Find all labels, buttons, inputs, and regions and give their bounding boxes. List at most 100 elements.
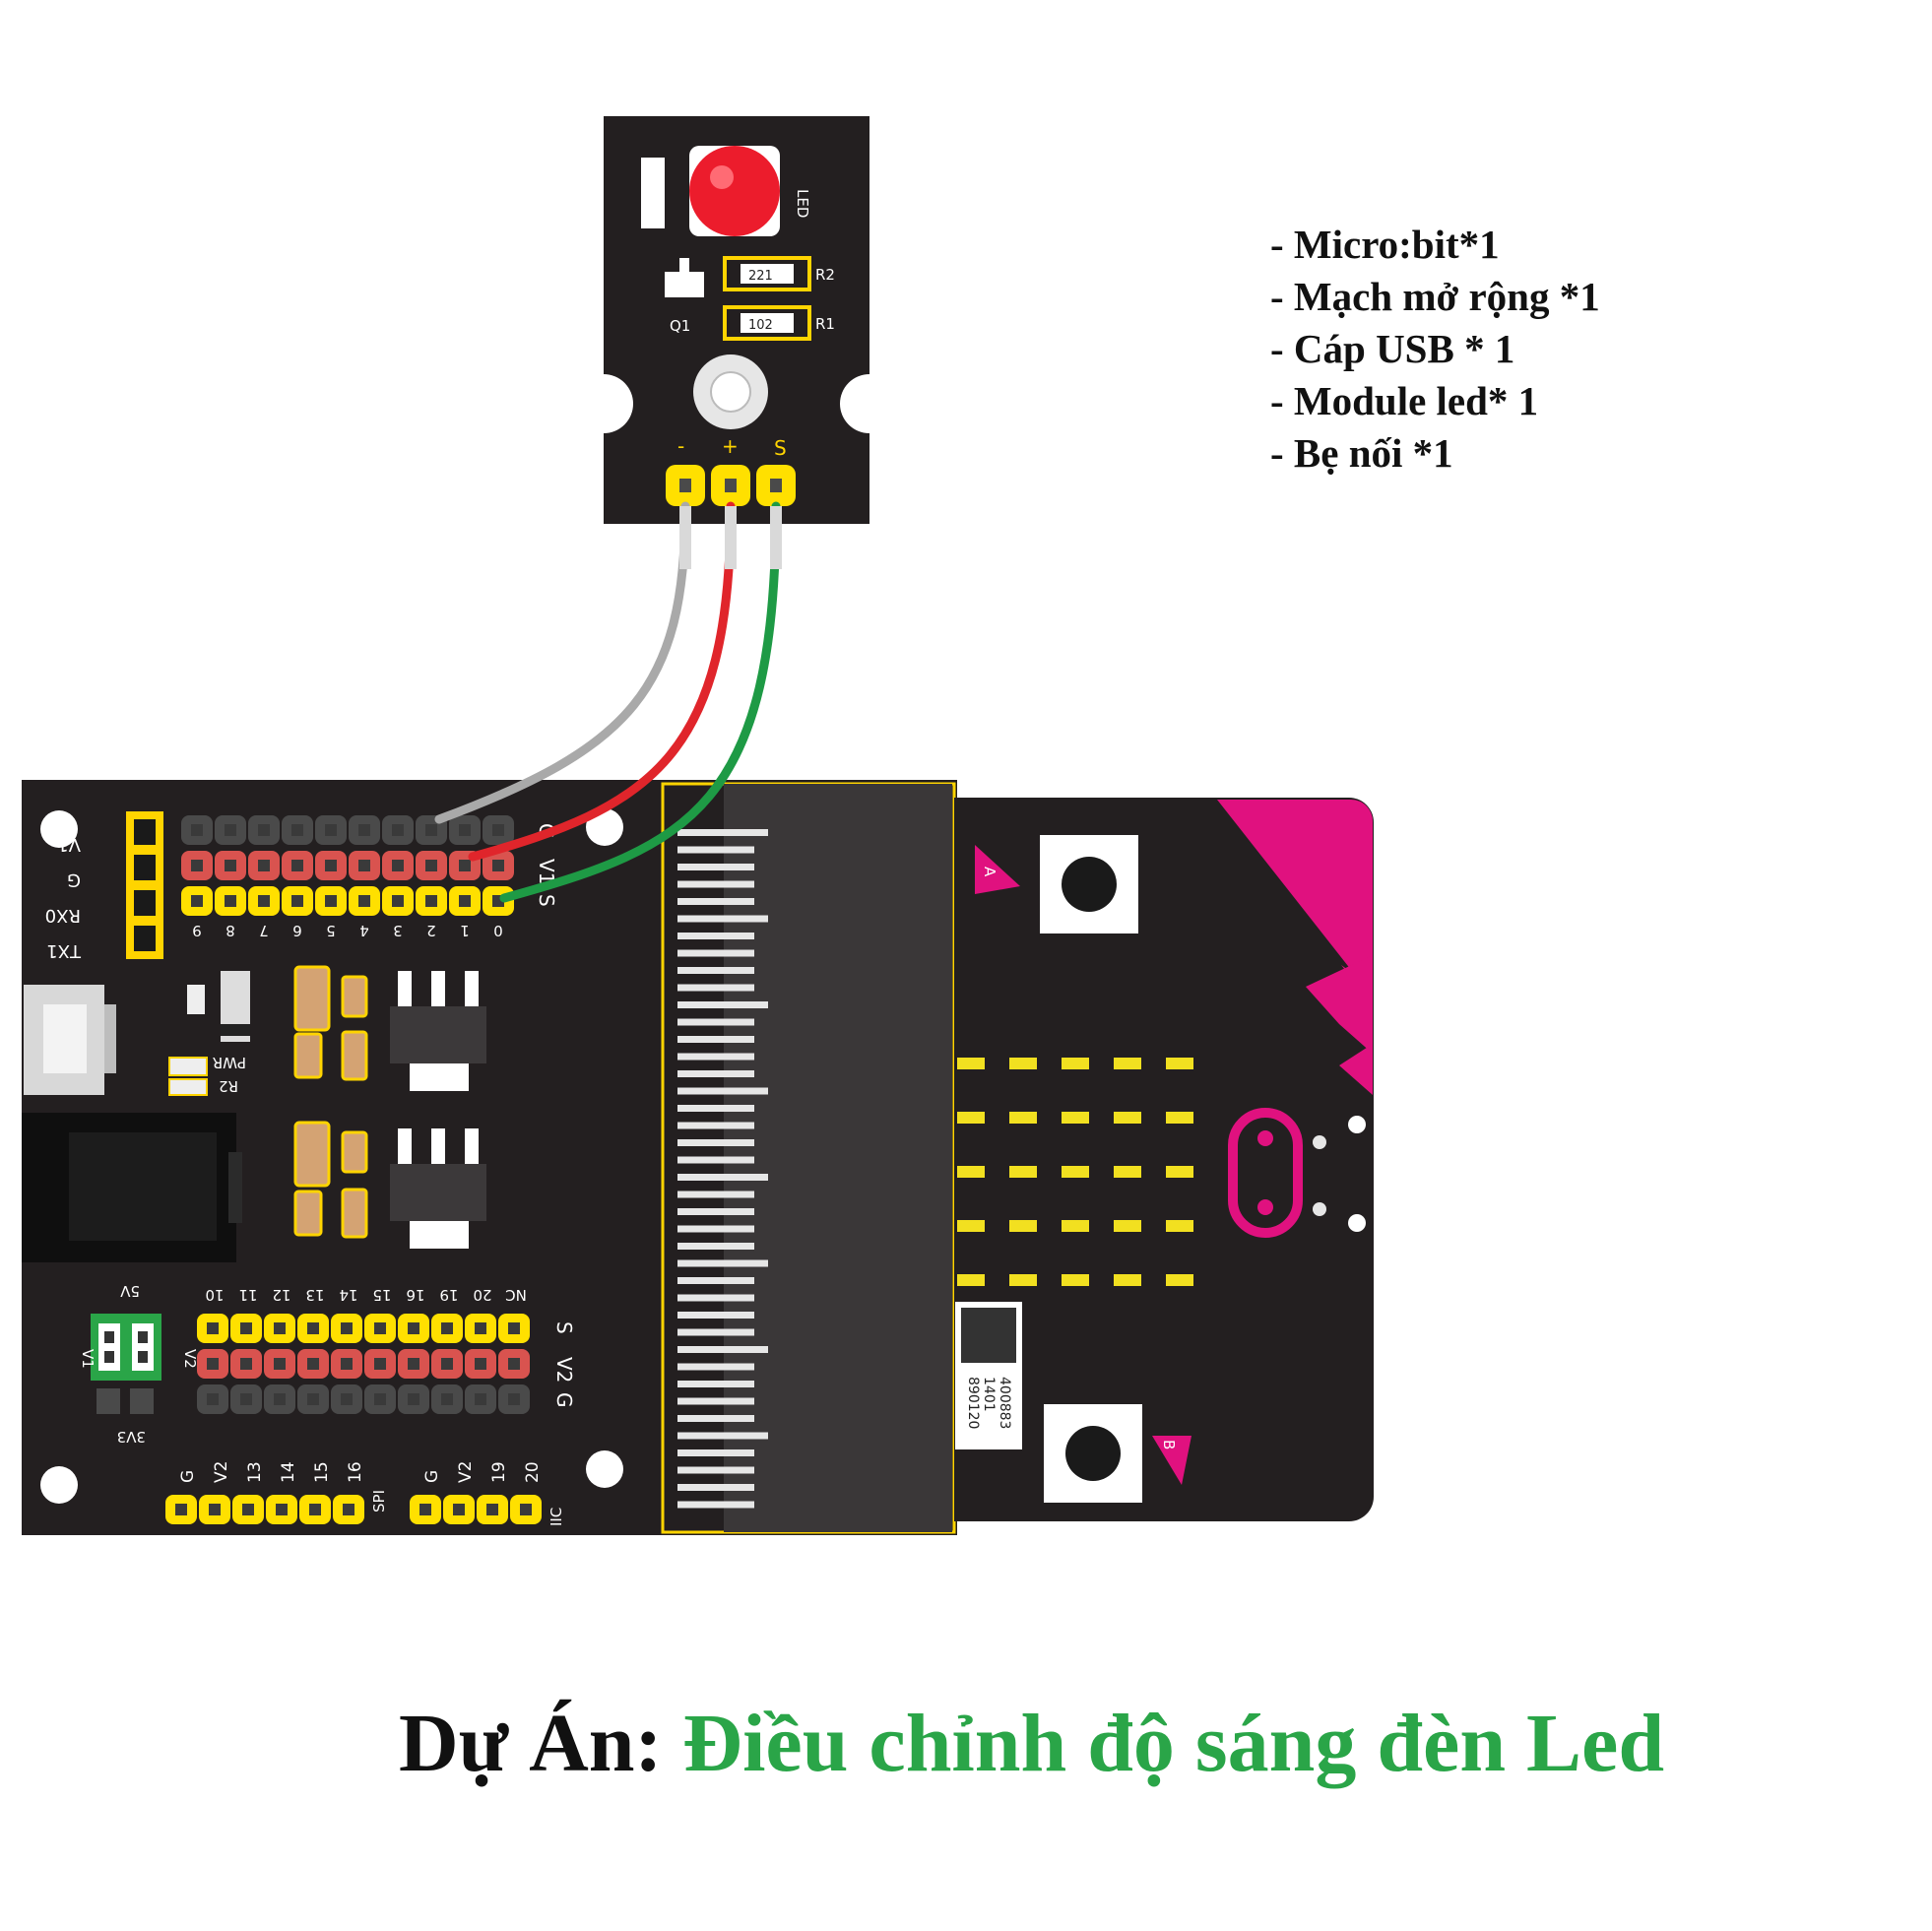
spi-pin-hole [309, 1504, 321, 1515]
matrix-led [1009, 1220, 1037, 1232]
parts-list-item: - Cáp USB * 1 [1270, 326, 1515, 371]
bottom-pin-number: NC [505, 1286, 527, 1304]
iic-pin-hole [520, 1504, 532, 1515]
top-header-pin-hole [191, 895, 203, 907]
matrix-led [957, 1112, 985, 1124]
bottom-header-pin-hole [441, 1393, 453, 1405]
top-header-pin-hole [459, 824, 471, 836]
bottom-header-pin-hole [475, 1322, 486, 1334]
resistor-r1-body [741, 313, 794, 333]
edge-finger [677, 1449, 754, 1456]
parts-list: - Micro:bit*1 - Mạch mở rộng *1 - Cáp US… [1270, 219, 1600, 480]
jumper-wires [434, 501, 782, 903]
edge-finger [677, 864, 754, 870]
barcode-line-1: 400883 [997, 1377, 1012, 1429]
voltage-jumper [91, 1314, 161, 1414]
iic-pin-label: 19 [489, 1461, 509, 1483]
bottom-header-pin-hole [475, 1393, 486, 1405]
wire-gray-sleeve [679, 506, 691, 569]
bottom-header-pin-hole [240, 1393, 252, 1405]
left-header-pin [134, 890, 156, 916]
matrix-led [1114, 1112, 1141, 1124]
microbit-pink-notch-1 [1306, 955, 1373, 1054]
edge-finger [677, 1397, 754, 1405]
edge-finger [677, 1070, 754, 1077]
edge-finger [677, 1294, 754, 1302]
top-header-pin-hole [392, 824, 404, 836]
matrix-led [1166, 1274, 1193, 1286]
bottom-pin-number: 13 [305, 1286, 324, 1304]
pin-hole-minus [679, 479, 691, 492]
matrix-led [1114, 1274, 1141, 1286]
jumper-v1-label: V1 [79, 1349, 97, 1369]
edge-finger [677, 1243, 754, 1250]
spi-label: SPI [370, 1490, 388, 1513]
jumper-3v3-label: 3V3 [117, 1428, 146, 1446]
edge-finger [677, 1501, 754, 1509]
button-a-cap[interactable] [1062, 857, 1117, 912]
top-row-label: S [535, 894, 558, 907]
matrix-led [1062, 1112, 1089, 1124]
edge-finger [677, 1208, 754, 1215]
bottom-header-pin-hole [508, 1393, 520, 1405]
spi-pin-hole [343, 1504, 354, 1515]
bottom-row-label: G [552, 1392, 576, 1408]
regulator-2 [390, 1128, 486, 1249]
top-header-pin-hole [291, 860, 303, 871]
microbit-logo-eye-2 [1257, 1199, 1273, 1215]
bottom-header-pin-hole [307, 1358, 319, 1370]
button-a-marker [975, 845, 1020, 894]
button-b-cap[interactable] [1065, 1426, 1121, 1481]
shield-mount-hole-br [586, 1450, 623, 1488]
microbit-pink-corner [1217, 800, 1373, 1004]
top-header-pin-hole [392, 895, 404, 907]
top-header-pin-hole [425, 895, 437, 907]
edge-finger [677, 829, 768, 836]
wire-green-signal [499, 501, 781, 903]
edge-finger [677, 967, 754, 974]
wire-green-sleeve [770, 506, 782, 569]
smd-resistor-small [187, 985, 205, 1014]
iic-pin-hole [486, 1504, 498, 1515]
bottom-pin-number: 16 [406, 1286, 424, 1304]
edge-finger [677, 846, 754, 854]
q1-label: Q1 [670, 317, 690, 335]
top-pin-number: 1 [460, 922, 470, 939]
top-header-pin-hole [492, 824, 504, 836]
top-header-pin-hole [392, 860, 404, 871]
top-header-pin-hole [258, 860, 270, 871]
pin-hole-signal [770, 479, 782, 492]
spi-pin-label: 13 [245, 1461, 265, 1483]
bottom-header-pin-hole [240, 1358, 252, 1370]
spi-pin-hole [175, 1504, 187, 1515]
parts-list-item: - Micro:bit*1 [1270, 222, 1500, 267]
r2-shield-label: R2 [219, 1077, 238, 1095]
left-header-label: TX1 [46, 940, 82, 961]
bottom-header-pin-hole [307, 1322, 319, 1334]
matrix-led [1009, 1058, 1037, 1069]
bottom-pin-number: 15 [372, 1286, 391, 1304]
bottom-header-pin-hole [274, 1393, 286, 1405]
dc-jack-pin [228, 1152, 242, 1223]
usb-socket-tab [104, 1004, 116, 1073]
top-pin-number: 3 [393, 922, 403, 939]
bottom-header-pin-hole [374, 1322, 386, 1334]
iic-pin-hole [453, 1504, 465, 1515]
matrix-led [1166, 1220, 1193, 1232]
bottom-pin-number: 10 [205, 1286, 224, 1304]
matrix-led [957, 1220, 985, 1232]
matrix-led [957, 1166, 985, 1178]
bottom-pin-number: 19 [439, 1286, 458, 1304]
edge-finger [677, 933, 754, 939]
r2-resistor [168, 1078, 208, 1096]
led-label: LED [794, 189, 811, 218]
iic-pin-hole [419, 1504, 431, 1515]
led-module-board [604, 116, 869, 524]
bottom-header-pin-hole [207, 1358, 219, 1370]
top-header-pin-hole [325, 824, 337, 836]
spi-pin-hole [242, 1504, 254, 1515]
jumper-v2-label: V2 [181, 1349, 199, 1369]
